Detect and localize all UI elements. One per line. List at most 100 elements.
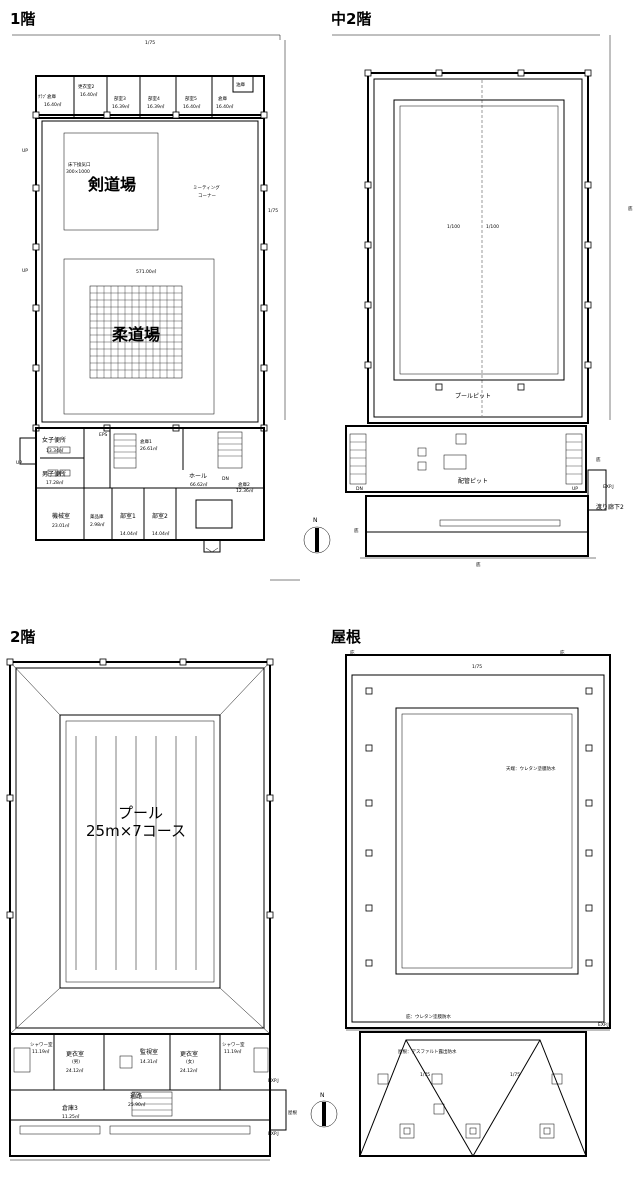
mezz-dn-label: DN [356, 486, 363, 492]
pool-subtitle: 25m×7コース [86, 822, 186, 840]
changing2-label: 更衣室2 [78, 83, 94, 90]
storage1-label: 倉庫1 [140, 438, 152, 445]
room3-area: 16.39㎡ [112, 103, 130, 110]
shower-r-area: 11.19㎡ [224, 1048, 242, 1055]
svg-text:N: N [320, 1092, 325, 1099]
roof-plan [345, 654, 611, 1157]
roof-eave-2: 庇 [560, 649, 565, 656]
underfloor-label: 床下換気口 [68, 161, 91, 168]
compass-2: N [310, 1092, 338, 1128]
shower-l-area: 11.19㎡ [32, 1048, 50, 1055]
changing-f-label: 更衣室 [180, 1050, 198, 1058]
mezzanine2-plan [332, 34, 611, 559]
monitor-area: 14.31㎡ [140, 1058, 158, 1065]
changing2-area: 16.40㎡ [80, 91, 98, 98]
changing-m-sub: (男) [72, 1059, 80, 1065]
shower-l-label: シャワー室 [30, 1041, 53, 1048]
roof-exp-1: EXP.J [598, 1022, 609, 1028]
monitor-label: 監視室 [140, 1048, 158, 1056]
oil-label: 油庫 [236, 81, 245, 88]
locker-area: 16.40㎡ [44, 101, 62, 108]
mezz-bottom-2: 底 [476, 561, 481, 568]
floor1-plan [12, 34, 300, 581]
supplies-label: 薬品庫 [90, 513, 104, 520]
mezz-slope-1: 1/100 [447, 224, 460, 230]
mezz-slope-2: 1/100 [486, 224, 499, 230]
kendo-label: 剣道場 [87, 175, 136, 194]
room4-label: 部室4 [148, 95, 160, 102]
machine-area: 23.01㎡ [52, 522, 70, 529]
storage-area: 16.40㎡ [216, 103, 234, 110]
roof-title: 屋根 [331, 628, 362, 646]
supplies-area: 2.98㎡ [90, 521, 105, 528]
up-label-1: UP [22, 148, 28, 154]
storage2-area: 12.36㎡ [236, 487, 254, 494]
room5-area: 16.40㎡ [183, 103, 201, 110]
roof-bottom-label: 庇：ウレタン塗膜防水 [406, 1013, 451, 1020]
corridor-area: 25.90㎡ [128, 1101, 146, 1108]
hall-label: ホール [189, 473, 207, 480]
floor2-plan [6, 658, 287, 1161]
bridge-label: 渡り廊下2 [596, 503, 624, 511]
club1-area: 14.04㎡ [120, 530, 138, 537]
mezz-bottom-1: 底 [354, 527, 359, 534]
dn-label-1: DN [222, 476, 229, 482]
up-label-3: UP [16, 460, 22, 466]
underfloor-size: 300×1000 [66, 169, 90, 175]
roof-top-label: 天端：ウレタン塗膜防水 [506, 765, 556, 772]
mezz-exp-label: EXP.J [603, 484, 614, 490]
changing-f-sub: (女) [186, 1058, 194, 1065]
judo-label: 柔道場 [111, 325, 160, 344]
club2-area: 14.04㎡ [152, 530, 170, 537]
changing-f-area: 24.12㎡ [180, 1067, 198, 1074]
corridor-label: 通路 [130, 1092, 142, 1100]
slope-label-2: 1/75 [145, 40, 155, 46]
machine-label: 機械室 [52, 512, 70, 520]
storage2-label: 倉庫2 [238, 481, 250, 488]
pool-pit-label: プールピット [455, 393, 491, 400]
mens-wc-label: 男子便所 [42, 470, 66, 478]
eps-label: EPS [99, 432, 108, 438]
hall-area: 571.00㎡ [136, 268, 157, 275]
pool-title: プール [118, 804, 163, 822]
womens-wc-area: 13.34㎡ [46, 447, 64, 454]
svg-text:N: N [313, 517, 318, 524]
f2-roof-mark: 屋根 [288, 1109, 297, 1116]
roof-slope-3: 1/75 [510, 1072, 520, 1078]
floor2-title: 2階 [10, 628, 36, 646]
mezz-up-label: UP [572, 486, 578, 492]
meeting-label: ミーティング [193, 184, 220, 191]
storage-label: 倉庫 [218, 95, 227, 102]
roof-slope-1: 1/75 [472, 664, 482, 670]
room3-label: 部室3 [114, 95, 126, 102]
mezz-bottom-3: 底 [596, 456, 601, 463]
womens-wc-label: 女子便所 [42, 436, 66, 444]
f2-exp-2: EXP.J [268, 1131, 279, 1137]
storage1-area: 26.61㎡ [140, 445, 158, 452]
slope-label-1: 1/75 [268, 208, 278, 214]
shower-r-label: シャワー室 [222, 1041, 245, 1048]
storage3-area: 11.25㎡ [62, 1113, 80, 1120]
club1-label: 部室1 [120, 512, 136, 520]
storage3-label: 倉庫3 [62, 1104, 78, 1112]
hall2-area: 66.62㎡ [190, 481, 208, 488]
roof-eave-1: 庇 [350, 649, 355, 656]
piping-pit-label: 配管ピット [458, 477, 488, 485]
changing-m-label: 更衣室 [66, 1050, 84, 1058]
up-label-2: UP [22, 268, 28, 274]
mens-wc-area: 17.28㎡ [46, 479, 64, 486]
changing-m-area: 24.12㎡ [66, 1067, 84, 1074]
roof-slope-2: 1/75 [420, 1072, 430, 1078]
mezz-bottom-4: 底 [628, 205, 633, 212]
club2-label: 部室2 [152, 512, 168, 520]
locker-label: ｸﾗﾌﾞ倉庫 [38, 93, 56, 100]
corner-label: コーナー [198, 193, 216, 199]
mezzanine2-title: 中2階 [331, 10, 372, 28]
compass-1: N [303, 517, 331, 554]
room5-label: 部室5 [185, 95, 197, 102]
roof-asphalt-label: 屋根：アスファルト露出防水 [398, 1048, 457, 1055]
floor1-title: 1階 [10, 10, 36, 28]
f2-exp-1: EXP.J [268, 1078, 279, 1084]
room4-area: 16.39㎡ [147, 103, 165, 110]
